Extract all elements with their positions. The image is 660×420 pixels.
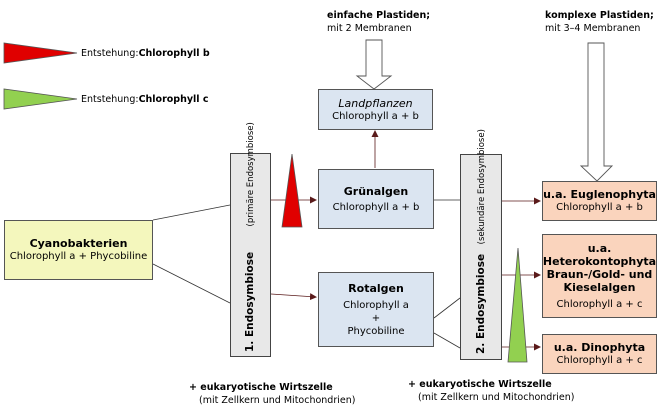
- legend-prefix-b: Entstehung:: [81, 48, 139, 59]
- connector-rot-bar2-a: [433, 297, 461, 319]
- node-subtitle: Chlorophyll a + c: [556, 298, 643, 310]
- node-rotalgen: Rotalgen Chlorophyll a + Phycobiline: [318, 272, 434, 347]
- arrow-to-rotalgen: [270, 293, 317, 301]
- host-title: + eukaryotische Wirtszelle: [408, 379, 552, 390]
- label-complex-title: komplexe Plastiden;: [545, 10, 654, 21]
- bar-label-note: (primäre Endosymbiose): [246, 122, 256, 227]
- bar-label-main: 1. Endosymbiose: [244, 251, 256, 352]
- legend-triangle-c: [3, 88, 78, 110]
- node-line: +: [371, 312, 381, 324]
- host-sub: (mit Zellkern und Mitochondrien): [199, 395, 356, 406]
- bar-second-endosymbiosis: [460, 154, 502, 360]
- node-title-line: Kieselalgen: [563, 280, 636, 294]
- bar-first-label: 1. Endosymbiose (primäre Endosymbiose): [244, 122, 256, 352]
- label-complex-sub: mit 3–4 Membranen: [545, 23, 641, 34]
- legend-prefix-c: Entstehung:: [81, 94, 139, 105]
- connector-rot-bar2-b: [433, 332, 461, 349]
- legend-label-c: Entstehung:Chlorophyll c: [81, 93, 209, 106]
- node-subtitle: Chlorophyll a + c: [556, 355, 643, 366]
- label-complex-plastids: komplexe Plastiden; mit 3–4 Membranen: [545, 9, 654, 35]
- node-euglenophyta: u.a. Euglenophyta Chlorophyll a + b: [542, 181, 657, 221]
- bar-first-endosymbiosis: [230, 153, 271, 357]
- connector-cyano-upper: [152, 204, 231, 221]
- node-title: u.a. Dinophyta: [553, 341, 646, 354]
- node-subtitle: Chlorophyll a + b: [332, 201, 420, 213]
- node-title: Grünalgen: [343, 184, 409, 198]
- node-subtitle: Chlorophyll a + b: [332, 110, 419, 122]
- node-title-line: Heterokontophyta: [542, 254, 657, 268]
- legend-name-c: Chlorophyll c: [138, 94, 209, 105]
- bar-label-note: (sekundäre Endosymbiose): [477, 129, 487, 245]
- node-title-line: u.a.: [587, 241, 612, 255]
- node-heterokontophyta: u.a. Heterokontophyta Braun-/Gold- und K…: [542, 234, 657, 318]
- node-subtitle: Chlorophyll a + Phycobiline: [9, 251, 148, 262]
- label-simple-sub: mit 2 Membranen: [327, 23, 412, 34]
- block-arrow-simple: [355, 39, 393, 90]
- connector-cyano-lower: [152, 263, 231, 304]
- legend-label-b: Entstehung:Chlorophyll b: [81, 47, 210, 60]
- host-title: + eukaryotische Wirtszelle: [189, 382, 333, 393]
- node-subtitle: Chlorophyll a + b: [556, 202, 643, 213]
- label-simple-title: einfache Plastiden;: [327, 10, 431, 21]
- block-arrow-complex: [579, 42, 614, 182]
- node-dinophyta: u.a. Dinophyta Chlorophyll a + c: [542, 334, 657, 374]
- node-title: Landpflanzen: [338, 96, 413, 110]
- node-cyanobakterien: Cyanobakterien Chlorophyll a + Phycobili…: [4, 220, 153, 280]
- node-title-line: Braun-/Gold- und: [546, 267, 653, 281]
- triangle-chlorophyll-c: [507, 247, 528, 363]
- host-second: + eukaryotische Wirtszelle (mit Zellkern…: [408, 378, 574, 404]
- bar-label-main: 2. Endosymbiose: [475, 253, 487, 354]
- node-landpflanzen: Landpflanzen Chlorophyll a + b: [318, 89, 433, 130]
- label-simple-plastids: einfache Plastiden; mit 2 Membranen: [327, 9, 430, 35]
- node-title: Rotalgen: [348, 281, 404, 295]
- node-title: Cyanobakterien: [29, 237, 128, 250]
- node-line: Chlorophyll a: [343, 299, 409, 311]
- host-sub: (mit Zellkern und Mitochondrien): [418, 392, 575, 403]
- node-line: Phycobiline: [347, 325, 405, 337]
- node-title: u.a. Euglenophyta: [543, 188, 656, 201]
- node-gruenalgen: Grünalgen Chlorophyll a + b: [318, 169, 434, 229]
- host-first: + eukaryotische Wirtszelle (mit Zellkern…: [189, 381, 355, 407]
- triangle-chlorophyll-b: [281, 153, 303, 228]
- legend-triangle-b: [3, 42, 78, 64]
- bar-second-label: 2. Endosymbiose (sekundäre Endosymbiose): [475, 129, 487, 354]
- legend-name-b: Chlorophyll b: [138, 48, 210, 59]
